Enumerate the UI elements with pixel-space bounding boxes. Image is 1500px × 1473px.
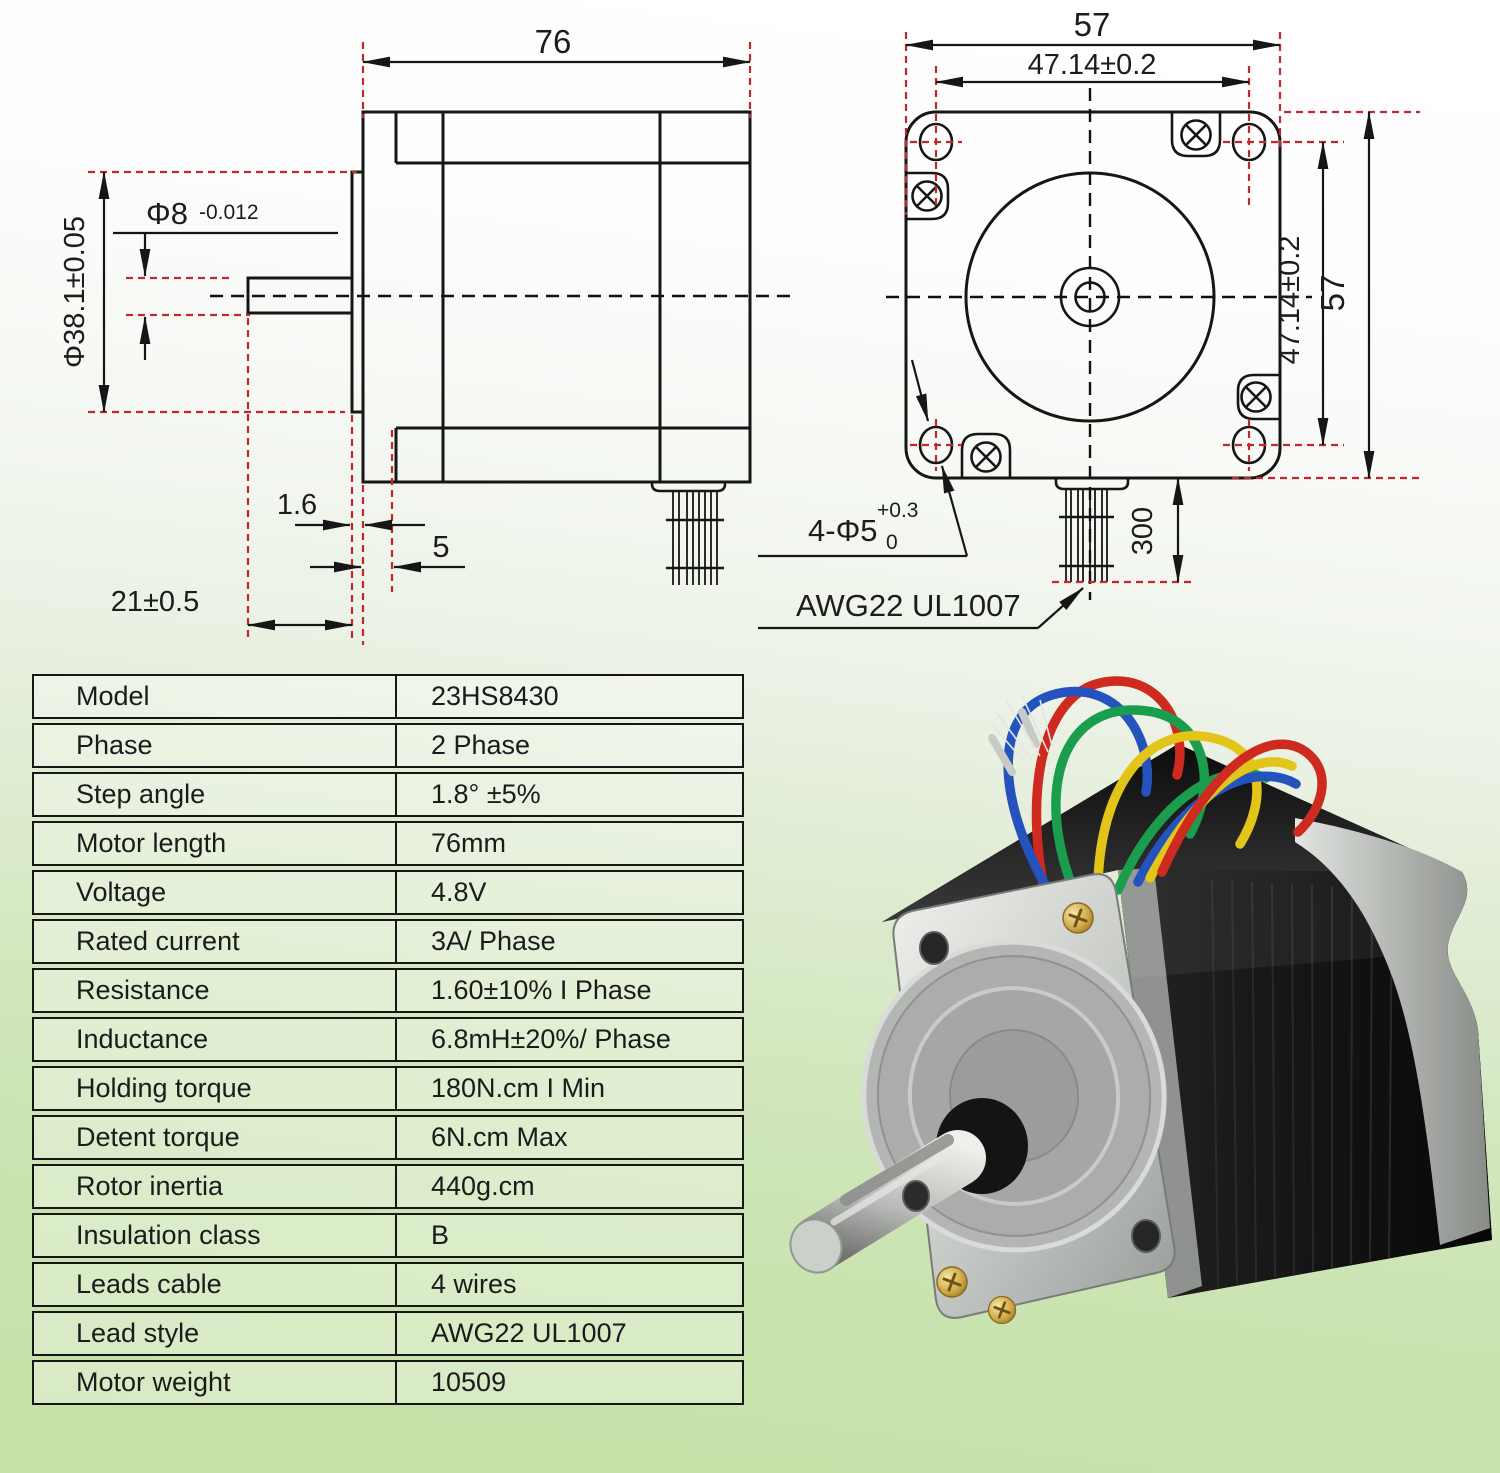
- faceplate-holes: [902, 931, 1161, 1253]
- dim-hole-spacing-v-label: 47.14±0.2: [1274, 236, 1306, 365]
- spec-table: Model 23HS8430 Phase 2 Phase Step angle 1.8…: [32, 674, 744, 1409]
- spec-row-model: Model 23HS8430: [32, 674, 744, 719]
- dim-body-length-label: 76: [535, 23, 572, 60]
- spec-label: Leads cable: [34, 1264, 397, 1305]
- dim-front-step-label: 5: [432, 529, 449, 564]
- spec-value: 6N.cm Max: [431, 1122, 568, 1152]
- spec-label: Rotor inertia: [34, 1166, 397, 1207]
- spec-label: Lead style: [34, 1313, 397, 1354]
- dim-flange-thickness-label: 1.6: [277, 489, 317, 521]
- motor-shaft-photo: [789, 1130, 986, 1274]
- dim-hole-spacing-h-label: 47.14±0.2: [1028, 49, 1157, 81]
- side-view-drawing: 76 Φ8 -0.012 Φ38.1±0.05 1.6 5 21±0.5: [59, 23, 798, 645]
- spec-label: Holding torque: [34, 1068, 397, 1109]
- spec-value: 76mm: [431, 828, 507, 858]
- lead-wires-front: [1054, 476, 1130, 582]
- motor-body-outline: [246, 110, 752, 484]
- dim-pilot-diameter-label: Φ38.1±0.05: [59, 216, 91, 368]
- dim-shaft-diameter-label: Φ8: [146, 196, 188, 231]
- tinned-wire-tips: [988, 695, 1053, 776]
- spec-row-leads-cable: Leads cable 4 wires: [32, 1262, 744, 1307]
- front-view-drawing: 57 47.14±0.2 47.14±0.2 57 300 4-Φ5 0 +0.…: [758, 6, 1420, 630]
- spec-value: 440g.cm: [431, 1171, 535, 1201]
- spec-label: Motor weight: [34, 1362, 397, 1403]
- spec-label: Voltage: [34, 872, 397, 913]
- spec-value: 23HS8430: [431, 681, 559, 711]
- spec-label: Phase: [34, 725, 397, 766]
- hole-tolerance-upper-label: +0.3: [877, 499, 918, 522]
- spec-row-insulation-class: Insulation class B: [32, 1213, 744, 1258]
- spec-row-holding-torque: Holding torque 180N.cm I Min: [32, 1066, 744, 1111]
- spec-value: 2 Phase: [431, 730, 531, 760]
- dimensions-front: 57 47.14±0.2 47.14±0.2 57 300 4-Φ5 0 +0.…: [758, 6, 1375, 630]
- spec-label: Model: [34, 676, 397, 717]
- spec-row-lead-style: Lead style AWG22 UL1007: [32, 1311, 744, 1356]
- spec-label: Motor length: [34, 823, 397, 864]
- spec-value: AWG22 UL1007: [431, 1318, 627, 1348]
- spec-label: Step angle: [34, 774, 397, 815]
- spec-row-resistance: Resistance 1.60±10% I Phase: [32, 968, 744, 1013]
- spec-value: 4 wires: [431, 1269, 517, 1299]
- spec-value: 3A/ Phase: [431, 926, 556, 956]
- spec-value: 6.8mH±20%/ Phase: [431, 1024, 671, 1054]
- spec-row-detent-torque: Detent torque 6N.cm Max: [32, 1115, 744, 1160]
- corner-screws: [906, 112, 1280, 478]
- product-photo: [789, 676, 1492, 1325]
- lead-wires-side: [650, 480, 727, 585]
- lead-wire-spec-label: AWG22 UL1007: [796, 588, 1021, 623]
- spec-row-voltage: Voltage 4.8V: [32, 870, 744, 915]
- spec-row-step-angle: Step angle 1.8° ±5%: [32, 772, 744, 817]
- motor-wires: [1003, 676, 1327, 923]
- spec-value: 4.8V: [431, 877, 487, 907]
- spec-label: Insulation class: [34, 1215, 397, 1256]
- dim-width-label: 57: [1074, 6, 1111, 43]
- spec-label: Detent torque: [34, 1117, 397, 1158]
- spec-value: 1.8° ±5%: [431, 779, 541, 809]
- construction-lines-front: [904, 32, 1420, 584]
- spec-row-motor-weight: Motor weight 10509: [32, 1360, 744, 1405]
- spec-row-motor-length: Motor length 76mm: [32, 821, 744, 866]
- spec-label: Rated current: [34, 921, 397, 962]
- spec-value: 180N.cm I Min: [431, 1073, 606, 1103]
- dim-height-label: 57: [1314, 275, 1351, 312]
- spec-row-phase: Phase 2 Phase: [32, 723, 744, 768]
- dim-shaft-length-label: 21±0.5: [111, 586, 200, 618]
- dimensions-side: 76 Φ8 -0.012 Φ38.1±0.05 1.6 5 21±0.5: [59, 23, 751, 631]
- spec-row-rated-current: Rated current 3A/ Phase: [32, 919, 744, 964]
- hole-tolerance-lower-label: 0: [886, 531, 898, 554]
- spec-value: B: [431, 1220, 450, 1250]
- hole-callout-label: 4-Φ5: [808, 513, 878, 548]
- rear-endcap: [1295, 818, 1490, 1245]
- dim-shaft-tolerance-label: -0.012: [199, 201, 259, 224]
- spec-row-rotor-inertia: Rotor inertia 440g.cm: [32, 1164, 744, 1209]
- spec-label: Inductance: [34, 1019, 397, 1060]
- dim-lead-length-label: 300: [1127, 507, 1159, 555]
- spec-value: 10509: [431, 1367, 507, 1397]
- faceplate-outline: [904, 110, 1282, 480]
- spec-value: 1.60±10% I Phase: [431, 975, 652, 1005]
- spec-row-inductance: Inductance 6.8mH±20%/ Phase: [32, 1017, 744, 1062]
- construction-lines-side: [88, 42, 752, 645]
- spec-label: Resistance: [34, 970, 397, 1011]
